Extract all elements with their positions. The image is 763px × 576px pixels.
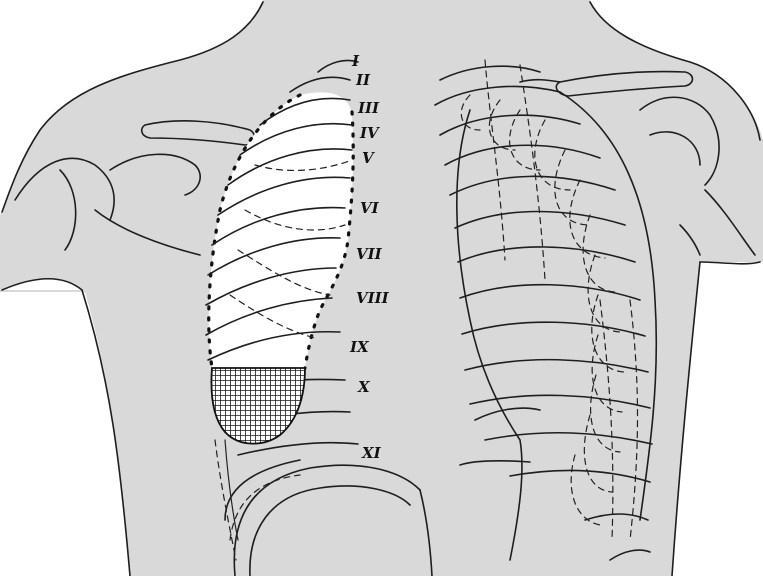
- rib-label-7: VII: [356, 245, 383, 263]
- rib-label-6: VI: [360, 199, 380, 217]
- rib-label-5: V: [362, 149, 375, 167]
- rib-label-2: II: [355, 71, 371, 89]
- rib-label-9: IX: [349, 338, 370, 356]
- rib-label-1: I: [351, 52, 360, 70]
- rib-label-11: XI: [361, 444, 382, 462]
- rib-label-4: IV: [359, 124, 380, 142]
- rib-label-3: III: [357, 99, 380, 117]
- rib-label-8: VIII: [356, 289, 390, 307]
- rib-label-10: X: [357, 378, 371, 396]
